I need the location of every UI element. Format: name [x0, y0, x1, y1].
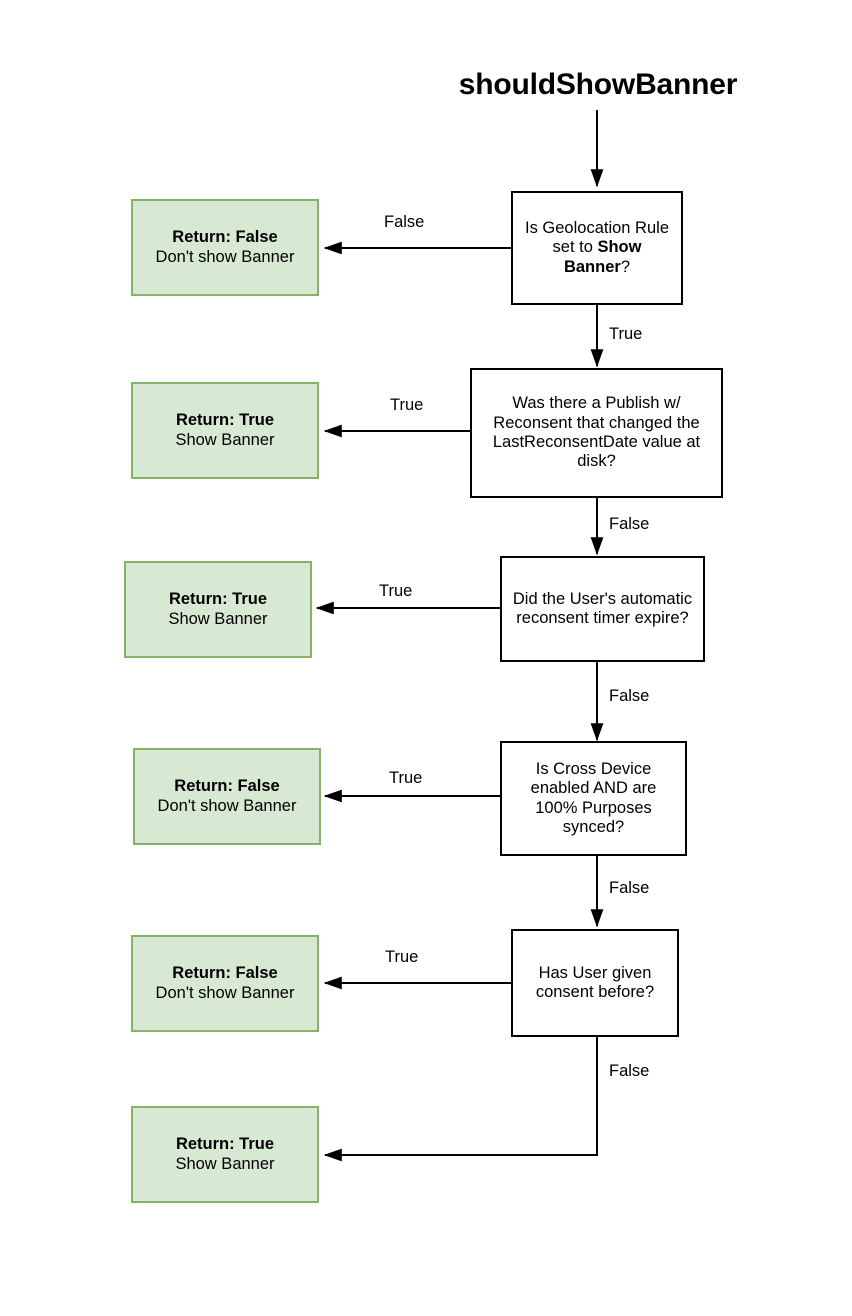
decision-node-cross-device[interactable]: Is Cross Device enabled AND are 100% Pur…	[500, 741, 687, 856]
diagram-title: shouldShowBanner	[458, 68, 738, 101]
edge-label-d5-false: False	[609, 1062, 650, 1080]
decision-node-reconsent-timer[interactable]: Did the User's automatic reconsent timer…	[500, 556, 705, 662]
result-line2-2: Show Banner	[175, 430, 275, 449]
result-text-5: Return: False Don't show Banner	[156, 964, 295, 1003]
result-node-2[interactable]: Return: True Show Banner	[131, 382, 319, 479]
edge-label-d3-true: True	[379, 582, 413, 600]
result-line1-1: Return: False	[172, 228, 278, 247]
result-node-3[interactable]: Return: True Show Banner	[124, 561, 312, 658]
decision-label-geolocation-rule: Is Geolocation Rule set to Show Banner?	[525, 218, 669, 276]
result-line1-4: Return: False	[174, 777, 280, 796]
edge-d5-false	[323, 1037, 598, 1162]
edge-label-d2-false: False	[609, 515, 650, 533]
result-node-6[interactable]: Return: True Show Banner	[131, 1106, 319, 1203]
result-line2-6: Show Banner	[175, 1154, 275, 1173]
result-line2-4: Don't show Banner	[157, 796, 297, 815]
edge-label-d4-true: True	[389, 769, 423, 787]
result-line2-3: Show Banner	[168, 609, 268, 628]
result-line2-5: Don't show Banner	[155, 983, 295, 1002]
result-line1-6: Return: True	[175, 1135, 275, 1154]
result-text-3: Return: True Show Banner	[168, 590, 267, 629]
result-line2-1: Don't show Banner	[155, 247, 295, 266]
decision-label-publish-reconsent: Was there a Publish w/ Reconsent that ch…	[492, 394, 701, 471]
result-text-1: Return: False Don't show Banner	[156, 228, 295, 267]
result-line1-5: Return: False	[172, 964, 278, 983]
result-text-4: Return: False Don't show Banner	[158, 777, 297, 816]
decision-node-prior-consent[interactable]: Has User given consent before?	[511, 929, 679, 1037]
decision-node-geolocation-rule[interactable]: Is Geolocation Rule set to Show Banner?	[511, 191, 683, 305]
result-line1-3: Return: True	[168, 590, 268, 609]
decision-node-publish-reconsent[interactable]: Was there a Publish w/ Reconsent that ch…	[470, 368, 723, 498]
decision-label-reconsent-timer: Did the User's automatic reconsent timer…	[512, 589, 693, 627]
result-node-4[interactable]: Return: False Don't show Banner	[133, 748, 321, 845]
edge-label-d1-false: False	[384, 213, 425, 231]
edge-label-d5-true: True	[385, 948, 419, 966]
result-text-6: Return: True Show Banner	[175, 1135, 274, 1174]
edge-label-d3-false: False	[609, 687, 650, 705]
result-node-5[interactable]: Return: False Don't show Banner	[131, 935, 319, 1032]
result-line1-2: Return: True	[175, 411, 275, 430]
edge-label-d4-false: False	[609, 879, 650, 897]
edge-label-d1-true: True	[609, 325, 643, 343]
decision-label-cross-device: Is Cross Device enabled AND are 100% Pur…	[530, 759, 657, 836]
result-node-1[interactable]: Return: False Don't show Banner	[131, 199, 319, 296]
decision-label-prior-consent: Has User given consent before?	[535, 963, 655, 1001]
result-text-2: Return: True Show Banner	[175, 411, 274, 450]
edge-label-d2-true: True	[390, 396, 424, 414]
